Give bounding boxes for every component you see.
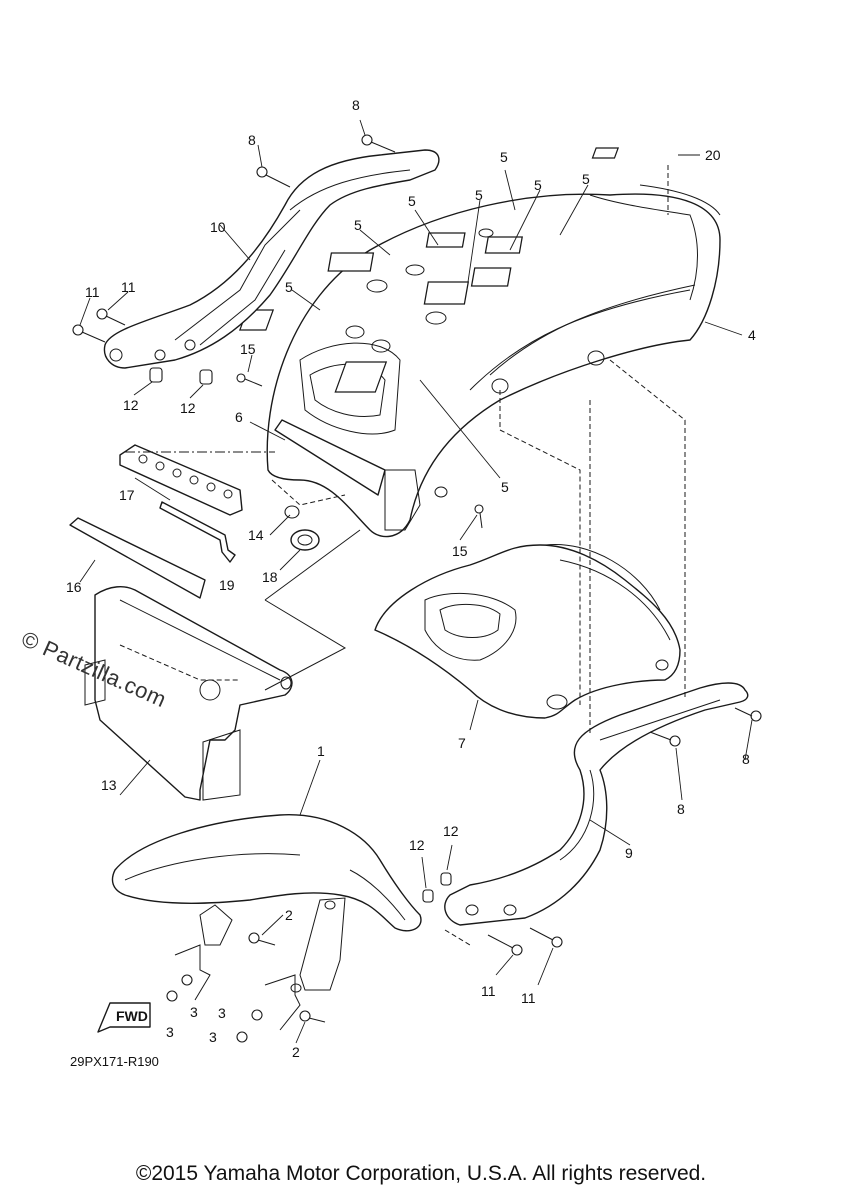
leader-lines — [79, 119, 753, 1044]
callout-6: 6 — [235, 409, 243, 425]
callout-8: 8 — [248, 132, 256, 148]
callout-15: 15 — [452, 543, 468, 559]
inner-fender — [374, 543, 681, 719]
callout-9: 9 — [625, 845, 633, 861]
callout-2: 2 — [292, 1044, 300, 1060]
assembly-lines — [119, 165, 686, 946]
callout-18: 18 — [262, 569, 278, 585]
callout-17: 17 — [119, 487, 135, 503]
callout-3: 3 — [209, 1029, 217, 1045]
callout-12: 12 — [443, 823, 459, 839]
bracket-17 — [119, 444, 243, 516]
grommet-18 — [290, 529, 320, 551]
callout-3: 3 — [218, 1005, 226, 1021]
grab-rail-left — [103, 149, 440, 369]
rear-fender — [239, 184, 721, 538]
drawing-code: 29PX171-R190 — [70, 1054, 159, 1069]
callout-5: 5 — [475, 187, 483, 203]
callout-11: 11 — [521, 990, 536, 1006]
callout-12: 12 — [409, 837, 425, 853]
grab-rail-right — [444, 682, 749, 926]
plate-16 — [69, 517, 206, 599]
callout-7: 7 — [458, 735, 466, 751]
callout-5: 5 — [582, 171, 590, 187]
callout-13: 13 — [101, 777, 117, 793]
callout-19: 19 — [219, 577, 235, 593]
callout-5: 5 — [500, 149, 508, 165]
callout-5: 5 — [534, 177, 542, 193]
callout-3: 3 — [166, 1024, 174, 1040]
callout-12: 12 — [123, 397, 139, 413]
callout-20: 20 — [705, 147, 721, 163]
fwd-arrow-icon: FWD — [97, 1002, 151, 1033]
callout-5: 5 — [354, 217, 362, 233]
callout-4: 4 — [748, 327, 756, 343]
label-20 — [591, 147, 620, 159]
callout-2: 2 — [285, 907, 293, 923]
callout-15: 15 — [240, 341, 256, 357]
callout-11: 11 — [85, 284, 100, 300]
callout-8: 8 — [352, 97, 360, 113]
callout-5: 5 — [285, 279, 293, 295]
callout-12: 12 — [180, 400, 196, 416]
callout-5: 5 — [501, 479, 509, 495]
callout-8: 8 — [742, 751, 750, 767]
fwd-label: FWD — [116, 1008, 148, 1024]
callouts: 1 2 2 3 3 3 3 4 5 5 5 5 5 5 5 5 6 7 8 8 … — [66, 97, 756, 1060]
callout-11: 11 — [121, 279, 136, 295]
callout-14: 14 — [248, 527, 264, 543]
callout-5: 5 — [408, 193, 416, 209]
copyright-notice: ©2015 Yamaha Motor Corporation, U.S.A. A… — [135, 1162, 707, 1185]
license-plate-bracket — [84, 586, 293, 801]
front-fender — [111, 814, 422, 1031]
fasteners — [72, 134, 762, 1043]
callout-3: 3 — [190, 1004, 198, 1020]
callout-1: 1 — [317, 743, 325, 759]
wire-19 — [159, 501, 236, 563]
callout-16: 16 — [66, 579, 82, 595]
plate-6 — [274, 419, 386, 496]
callout-10: 10 — [210, 219, 226, 235]
callout-8: 8 — [677, 801, 685, 817]
callout-11: 11 — [481, 983, 496, 999]
